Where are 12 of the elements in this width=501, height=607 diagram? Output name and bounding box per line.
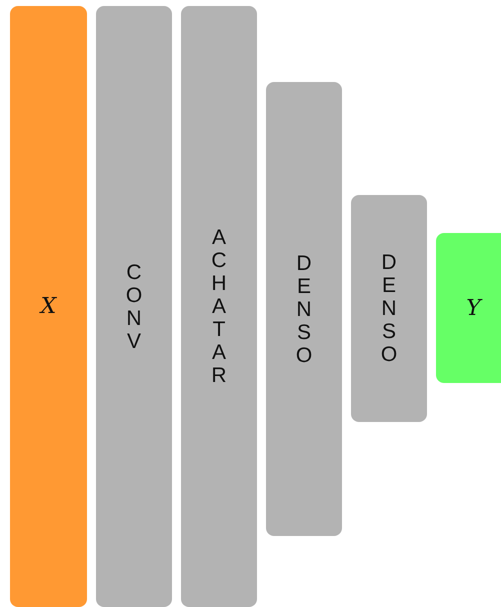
layer-bar: [266, 82, 342, 536]
layer-label: CONV: [126, 260, 142, 352]
layer-label: DENSO: [380, 251, 398, 366]
variable-label: X: [40, 294, 56, 319]
variable-bar: [10, 6, 87, 607]
layer-bar: [96, 6, 172, 607]
layer-bar: [181, 6, 257, 607]
layer-label: DENSO: [296, 252, 312, 366]
variable-bar: [436, 233, 501, 383]
variable-label: Y: [466, 296, 481, 320]
layer-label: ACHATAR: [211, 226, 227, 387]
layer-bar: [351, 195, 427, 422]
